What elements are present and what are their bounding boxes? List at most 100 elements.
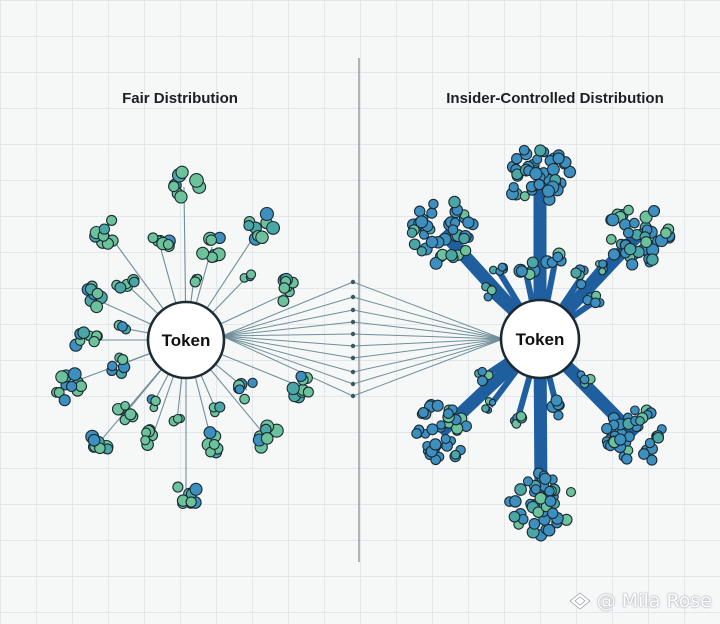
bridge-line [352, 338, 504, 347]
left-hub-label: Token [162, 331, 211, 350]
holder-node [117, 321, 128, 332]
holder-node [644, 437, 656, 449]
holder-cluster [89, 214, 119, 250]
holder-node [53, 387, 65, 398]
holder-node [417, 407, 429, 419]
holder-node [601, 422, 613, 435]
holder-node [508, 510, 521, 523]
holder-node [243, 220, 255, 231]
bridge-line [352, 281, 504, 340]
bridge-line [221, 321, 354, 337]
holder-node [652, 431, 665, 444]
holder-node [546, 507, 559, 520]
holder-cluster [546, 394, 565, 421]
holder-node [406, 227, 418, 238]
holder-node [91, 287, 104, 300]
right-token-hub[interactable]: Token [499, 298, 581, 380]
holder-node [614, 433, 627, 446]
holder-node [278, 282, 291, 294]
holder-node [518, 144, 530, 156]
bridge-dot [350, 381, 356, 387]
holder-node [246, 269, 257, 280]
holder-node [462, 216, 475, 229]
holder-node [431, 399, 444, 412]
holder-node [162, 238, 174, 250]
holder-node [77, 326, 91, 340]
holder-node [443, 408, 454, 419]
bridge-line [221, 335, 354, 385]
bridge-dot [350, 355, 356, 361]
holder-node [552, 251, 564, 263]
holder-node [607, 248, 621, 261]
holder-node [205, 234, 218, 246]
holder-cluster [147, 232, 176, 253]
holder-node [514, 483, 527, 496]
holder-node [606, 213, 620, 227]
holder-node [429, 256, 443, 270]
bridge-dot [350, 369, 356, 375]
holder-node [428, 198, 439, 210]
holder-node [488, 398, 497, 407]
holder-node [598, 267, 607, 276]
watermark: @ Mila Rose [567, 590, 712, 612]
holder-node [528, 518, 541, 530]
holder-node [515, 265, 528, 278]
bridge-dot [350, 319, 356, 325]
holder-cluster [146, 394, 161, 413]
insider-distribution-title: Insider-Controlled Distribution [446, 90, 664, 107]
holder-node [522, 476, 534, 487]
holder-node [203, 426, 217, 440]
holder-node [579, 374, 590, 385]
holder-cluster [208, 401, 226, 418]
holder-node [630, 405, 640, 416]
right-hub-label: Token [516, 330, 565, 349]
holder-node [90, 300, 104, 314]
holder-node [509, 495, 522, 508]
holder-cluster [106, 352, 131, 379]
holder-node [174, 190, 188, 204]
holder-node [533, 178, 545, 191]
holder-node [286, 381, 300, 396]
holder-node [660, 227, 672, 239]
holder-cluster [201, 426, 224, 459]
holder-node [259, 206, 274, 222]
holder-cluster [168, 413, 185, 427]
holder-node [508, 182, 519, 193]
holder-cluster [411, 399, 472, 466]
holder-cluster [582, 290, 605, 309]
holder-node [526, 256, 539, 269]
holder-node [544, 495, 557, 508]
holder-node [58, 394, 71, 407]
holder-node [147, 232, 159, 244]
holder-cluster [481, 397, 497, 414]
holder-cluster [85, 429, 114, 455]
bridge-lines [221, 279, 504, 399]
holder-node [106, 214, 118, 226]
holder-node [458, 232, 470, 245]
holder-node [570, 267, 582, 279]
holder-node [447, 224, 459, 236]
holder-cluster [81, 280, 108, 314]
bridge-dot [350, 294, 356, 300]
holder-node [515, 411, 527, 422]
holder-node [486, 285, 497, 296]
left-token-hub[interactable]: Token [146, 300, 226, 380]
holder-node [408, 238, 421, 251]
holder-node [196, 246, 210, 260]
holder-node [87, 433, 101, 447]
holder-cluster [69, 326, 103, 352]
holder-cluster [239, 269, 257, 283]
holder-cluster [113, 319, 132, 335]
bridge-line [221, 296, 354, 337]
holder-node [621, 453, 633, 465]
holder-node [255, 230, 269, 245]
holder-cluster [277, 272, 299, 308]
holder-node [172, 481, 184, 493]
holder-node [107, 360, 118, 372]
holder-node [542, 523, 556, 537]
holder-node [55, 370, 69, 384]
diamond-logo-icon [569, 592, 591, 610]
holder-node [532, 506, 545, 518]
holder-node [117, 354, 129, 366]
holder-node [459, 244, 472, 257]
